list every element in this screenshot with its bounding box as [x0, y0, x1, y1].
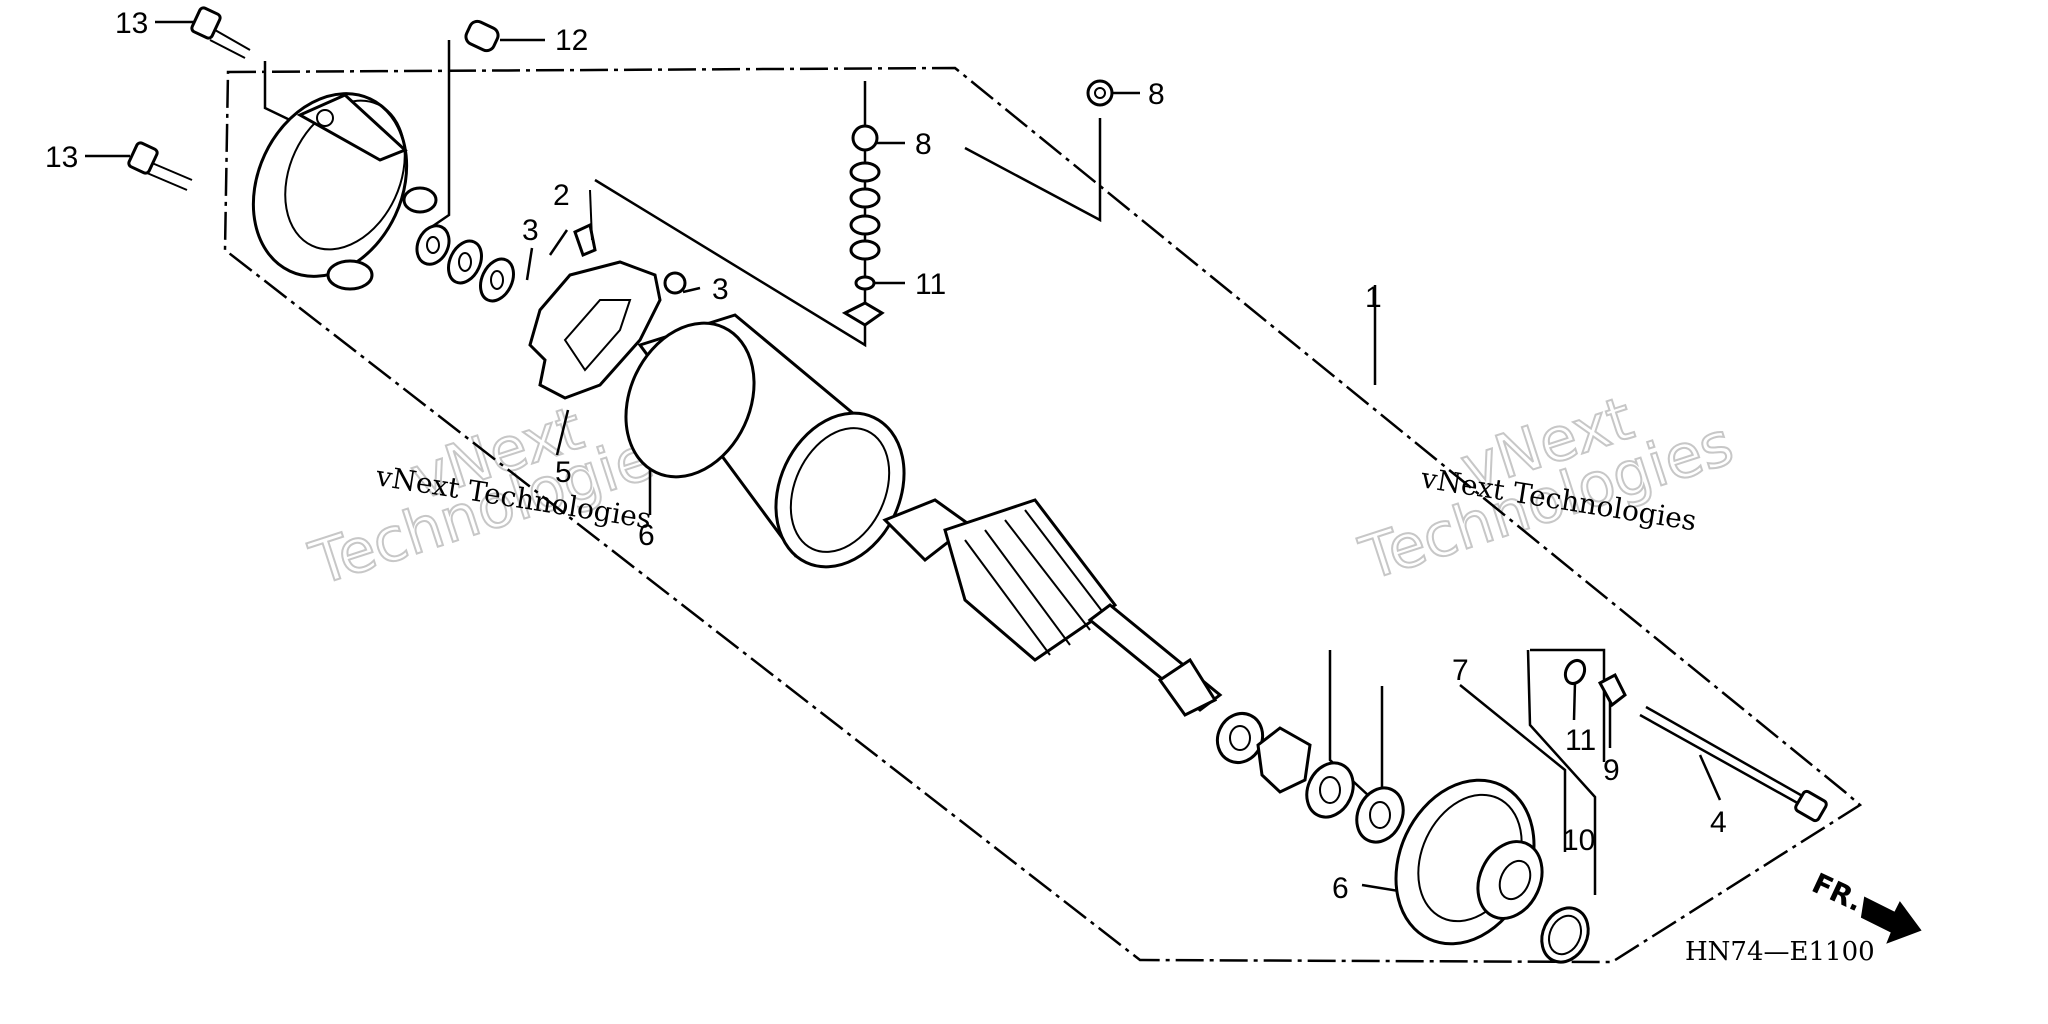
- plate-9: [1597, 672, 1627, 708]
- yoke-field-housing: [624, 313, 906, 569]
- callout-6-left: 6: [638, 519, 655, 552]
- nut-8-top: [1086, 79, 1114, 107]
- callout-13-lower: 13: [45, 141, 78, 174]
- callout-11-upper: 11: [915, 268, 946, 301]
- callout-2: 2: [553, 179, 570, 212]
- armature: [882, 498, 1223, 717]
- callout-9: 9: [1603, 754, 1620, 787]
- o-ring: [1540, 906, 1590, 964]
- washers: [415, 224, 515, 303]
- washer-11-right: [1563, 658, 1587, 686]
- callout-8-lower: 8: [915, 128, 932, 161]
- arrow-right-icon: [1860, 896, 1922, 944]
- dowel-12: [464, 19, 500, 53]
- callout-12: 12: [555, 24, 588, 57]
- front-direction-label: FR.: [1807, 866, 1868, 918]
- callout-7: 7: [1452, 654, 1469, 687]
- callout-10: 10: [1562, 824, 1595, 857]
- terminal-stack: [841, 124, 885, 327]
- watermark-right: vNext Technologies vNext Technologies: [1351, 383, 1742, 596]
- brush-holder-plate: [528, 189, 687, 400]
- lock-plate: [1256, 726, 1312, 794]
- callout-11-lower: 11: [1565, 724, 1596, 757]
- callout-3-right: 3: [712, 273, 729, 306]
- bolt-13-upper: [190, 6, 251, 59]
- needle-bearing: [1355, 786, 1405, 844]
- callout-8-upper: 8: [1148, 78, 1165, 111]
- assembly-boundary: [223, 66, 1863, 964]
- callout-1: 1: [1365, 281, 1382, 314]
- callout-3-left: 3: [522, 214, 539, 247]
- callout-5: 5: [555, 456, 572, 489]
- callout-6-right: 6: [1332, 872, 1349, 905]
- bolt-13-lower: [127, 141, 193, 191]
- front-cover: [1394, 778, 1544, 946]
- callout-4: 4: [1710, 806, 1727, 839]
- through-bolt-4: [1639, 705, 1828, 823]
- diagram-code: HN74—E1100: [1685, 937, 1875, 967]
- callout-13-upper: 13: [115, 7, 148, 40]
- callouts: 13 13 12 8 8 11 1 2 3 3 5 6 6 7 11 9 10 …: [45, 7, 1727, 905]
- rear-cover-housing: [251, 92, 438, 291]
- ball-bearing: [1305, 761, 1355, 819]
- front-direction-indicator: FR.: [1807, 866, 1922, 944]
